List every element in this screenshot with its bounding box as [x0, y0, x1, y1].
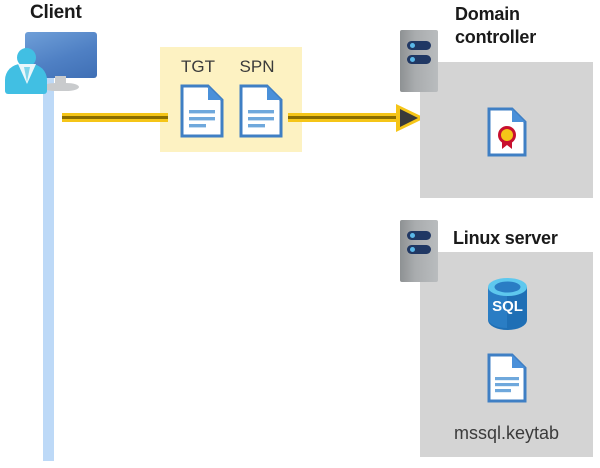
monitor-base: [43, 83, 79, 91]
svg-text:SQL: SQL: [492, 298, 523, 315]
client-user-icon: [5, 48, 47, 94]
server-bay: [407, 55, 431, 64]
user-tie: [24, 67, 30, 82]
domain-controller-title-line1: Domain: [455, 4, 520, 24]
server-bay: [407, 245, 431, 254]
server-bay: [407, 41, 431, 50]
server-icon-domain-controller: [400, 30, 438, 92]
server-bay: [407, 231, 431, 240]
monitor-neck: [55, 76, 66, 85]
server-icon-linux-server: [400, 220, 438, 282]
document-icon-tgt: [180, 84, 224, 138]
user-head: [17, 48, 36, 67]
arrow-shaft-left: [62, 113, 168, 122]
certificate-document-icon: [487, 107, 527, 157]
arrow-shaft-right: [288, 113, 406, 122]
sql-database-icon: SQL: [485, 277, 530, 330]
token-label-tgt: TGT: [181, 57, 215, 76]
domain-controller-title-line2: controller: [455, 27, 537, 47]
client-title: Client: [30, 2, 82, 23]
document-icon-keytab: [487, 353, 527, 403]
document-icon-spn: [239, 84, 283, 138]
keytab-file-label: mssql.keytab: [453, 423, 560, 443]
token-label-spn: SPN: [239, 57, 275, 76]
domain-controller-title: Domain controller: [455, 3, 595, 49]
linux-server-title: Linux server: [453, 228, 558, 248]
client-lifeline: [43, 68, 54, 461]
